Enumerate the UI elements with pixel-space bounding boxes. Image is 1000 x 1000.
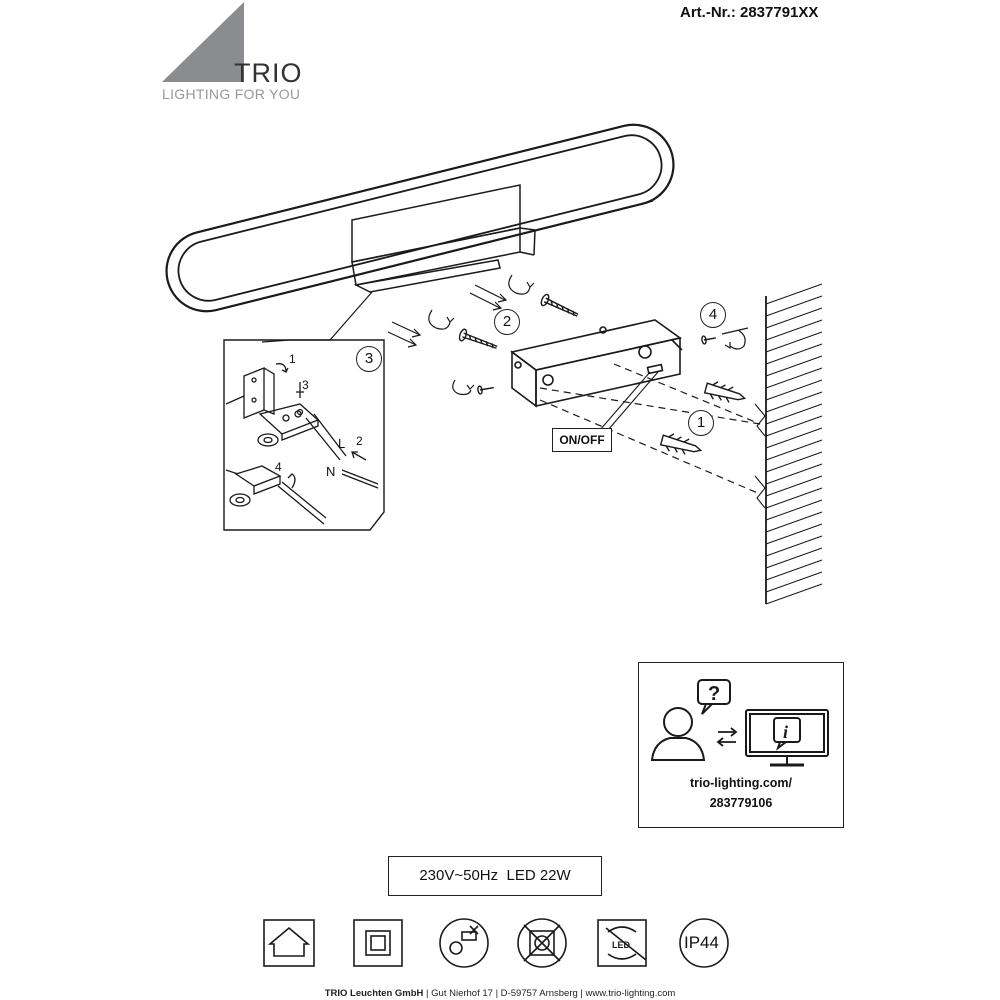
step-4-badge: 4 (700, 302, 726, 328)
svg-text:i: i (783, 722, 788, 742)
wall (765, 283, 823, 605)
support-url[interactable]: trio-lighting.com/ (689, 776, 793, 790)
wall-plugs (659, 381, 747, 455)
detail-substep-4: 4 (275, 460, 282, 474)
support-panel (638, 662, 844, 828)
lamp-frame (165, 123, 675, 313)
step-3-badge: 3 (356, 346, 382, 372)
alignment-lines (539, 363, 761, 495)
footer-company: TRIO Leuchten GmbH (324, 988, 424, 999)
detail-substep-1: 1 (289, 352, 296, 366)
led-non-replaceable-icon: LED (597, 919, 647, 967)
ip-rating-icon (679, 918, 729, 968)
monitor-info-icon: i (745, 709, 829, 767)
exchange-arrows-icon (716, 727, 738, 747)
detail-box (223, 339, 385, 531)
article-number: Art.-Nr.: 2837791XX (680, 4, 819, 21)
wire-label-l: L (338, 436, 346, 451)
no-dimmer-icon (517, 918, 567, 968)
support-icons: ? i (650, 679, 829, 767)
on-off-label: ON/OFF (552, 428, 612, 452)
junction-box (510, 319, 683, 408)
svg-text:?: ? (708, 683, 720, 705)
brand-name: TRIO (234, 58, 303, 88)
support-code: 283779106 (709, 796, 773, 810)
step-1-badge: 1 (688, 410, 714, 436)
indoor-use-icon (263, 919, 315, 967)
recycling-icon (439, 918, 489, 968)
detail-substep-3: 3 (302, 378, 309, 392)
detail-substep-2: 2 (356, 434, 363, 448)
certification-icons: LED (263, 918, 729, 968)
footer: TRIO Leuchten GmbH | Gut Nierhof 17 | D-… (0, 988, 1000, 999)
triangle-logo-icon (162, 2, 244, 82)
wire-label-n: N (326, 464, 336, 479)
screws (458, 293, 716, 395)
ip-rating: IP44 (684, 933, 719, 952)
person-icon (650, 707, 706, 761)
assembly-diagram (165, 123, 823, 605)
detail-drawing (225, 363, 379, 525)
question-bubble-icon: ? (697, 679, 731, 715)
svg-text:LED: LED (612, 940, 631, 950)
electrical-specs: 230V~50Hz LED 22W (388, 856, 602, 896)
protection-class-2-icon (353, 919, 403, 967)
lamp-mount (351, 184, 536, 293)
footer-address: | Gut Nierhof 17 | D-59757 Arnsberg | ww… (426, 988, 676, 999)
motion-arrows (387, 274, 749, 396)
brand-tagline: LIGHTING FOR YOU (162, 86, 301, 102)
step-2-badge: 2 (494, 309, 520, 335)
